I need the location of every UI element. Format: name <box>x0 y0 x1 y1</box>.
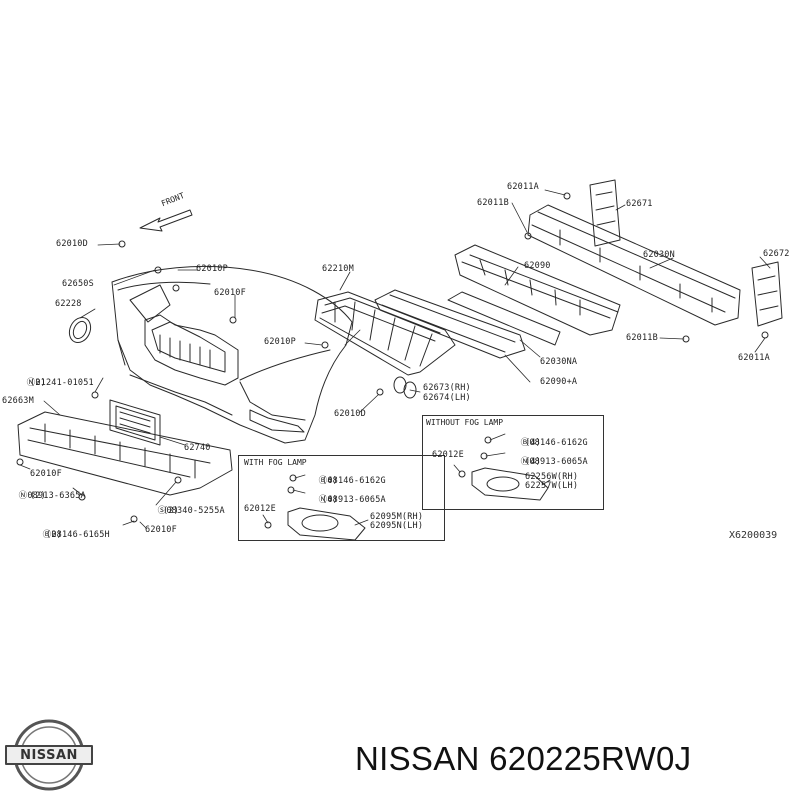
fog-lamp-with <box>287 507 366 541</box>
without-fog-lamp-box <box>422 415 604 510</box>
part-label: 62090 <box>524 261 551 271</box>
part-qty: (2) <box>46 530 62 540</box>
leader-lines <box>19 189 771 529</box>
bracket-62672 <box>751 261 783 327</box>
part-label: Ⓝ08913-6065A <box>520 456 588 467</box>
part-label: 62210M <box>322 264 354 274</box>
nissan-logo-text: NISSAN <box>20 748 78 763</box>
part-qty: (2) <box>163 506 179 516</box>
diagram-reference: X6200039 <box>729 530 778 541</box>
bolt-symbol-icon: Ⓝ <box>26 377 36 388</box>
box-title: WITH FOG LAMP <box>244 458 307 467</box>
part-label: 62671 <box>626 199 653 209</box>
part-label: 62256W(RH) <box>525 472 579 482</box>
part-label: Ⓝ08913-6065A <box>318 494 386 505</box>
nut-symbol-icon: Ⓝ <box>318 494 328 505</box>
part-label: 62010F <box>214 288 246 298</box>
part-label: Ⓝ08913-6365A <box>18 490 86 501</box>
part-label: 62011B <box>626 333 658 343</box>
part-qty: (4) <box>525 438 541 448</box>
bumper-reinforcement <box>527 204 741 326</box>
lower-grille <box>109 399 161 446</box>
front-arrow-icon <box>139 209 193 232</box>
part-label: 62010F <box>145 525 177 535</box>
nut-symbol-icon: Ⓝ <box>18 490 28 501</box>
part-label: 62011A <box>507 182 539 192</box>
part-label: 62672 <box>763 249 790 259</box>
bolt-symbol-icon: Ⓑ <box>520 437 530 448</box>
nissan-logo <box>5 719 93 791</box>
part-label: 62012E <box>432 450 464 460</box>
part-label: 62030N <box>643 250 675 260</box>
part-label: Ⓢ08340-5255A <box>157 505 225 516</box>
bolt-symbol-icon: Ⓑ <box>318 475 328 486</box>
part-label: 62740 <box>184 443 211 453</box>
with-fog-lamp-box <box>238 455 445 541</box>
part-label: Ⓑ08146-6162G <box>318 475 386 486</box>
box-title: WITHOUT FOG LAMP <box>426 418 504 427</box>
grille-insert <box>314 291 456 376</box>
part-label: 62257W(LH) <box>525 481 579 491</box>
part-label: 62010D <box>56 239 88 249</box>
part-label: 62674(LH) <box>423 393 471 403</box>
part-label: 62011B <box>477 198 509 208</box>
part-label: Ⓝ01241-01051 <box>26 377 94 388</box>
part-qty: (2) <box>30 378 46 388</box>
bolt-symbol-icon: Ⓑ <box>42 529 52 540</box>
part-qty: (4) <box>322 495 338 505</box>
part-label: 62095N(LH) <box>370 521 424 531</box>
bumper-fascia <box>111 265 353 444</box>
part-label: 62095M(RH) <box>370 512 424 522</box>
part-label: 62010P <box>264 337 296 347</box>
part-label: 62663M <box>2 396 34 406</box>
bracket-62671 <box>589 179 621 247</box>
part-label: Ⓑ08146-6165H <box>42 529 110 540</box>
side-bracket <box>393 376 417 399</box>
part-qty: (4) <box>322 476 338 486</box>
energy-absorber <box>447 244 621 346</box>
part-label: 62090+A <box>540 377 578 387</box>
part-label: 62012E <box>244 504 276 514</box>
grille-62030NA <box>374 289 526 359</box>
part-label: 62010P <box>196 264 228 274</box>
part-number-caption: NISSAN 620225RW0J <box>355 740 692 777</box>
part-label: 62673(RH) <box>423 383 471 393</box>
part-label: 62650S <box>62 279 94 289</box>
part-qty: (2) <box>30 491 46 501</box>
part-label: 62010D <box>334 409 366 419</box>
part-label: 62228 <box>55 299 82 309</box>
part-label: 62011A <box>738 353 770 363</box>
part-label: 62010F <box>30 469 62 479</box>
nut-symbol-icon: Ⓝ <box>520 456 530 467</box>
tow-hook-cover <box>68 316 92 344</box>
under-cover <box>17 411 233 496</box>
part-label: Ⓑ08146-6162G <box>520 437 588 448</box>
fog-lamp-without <box>471 467 549 501</box>
part-qty: (4) <box>525 457 541 467</box>
part-label: 62030NA <box>540 357 578 367</box>
screw-symbol-icon: Ⓢ <box>157 505 167 516</box>
